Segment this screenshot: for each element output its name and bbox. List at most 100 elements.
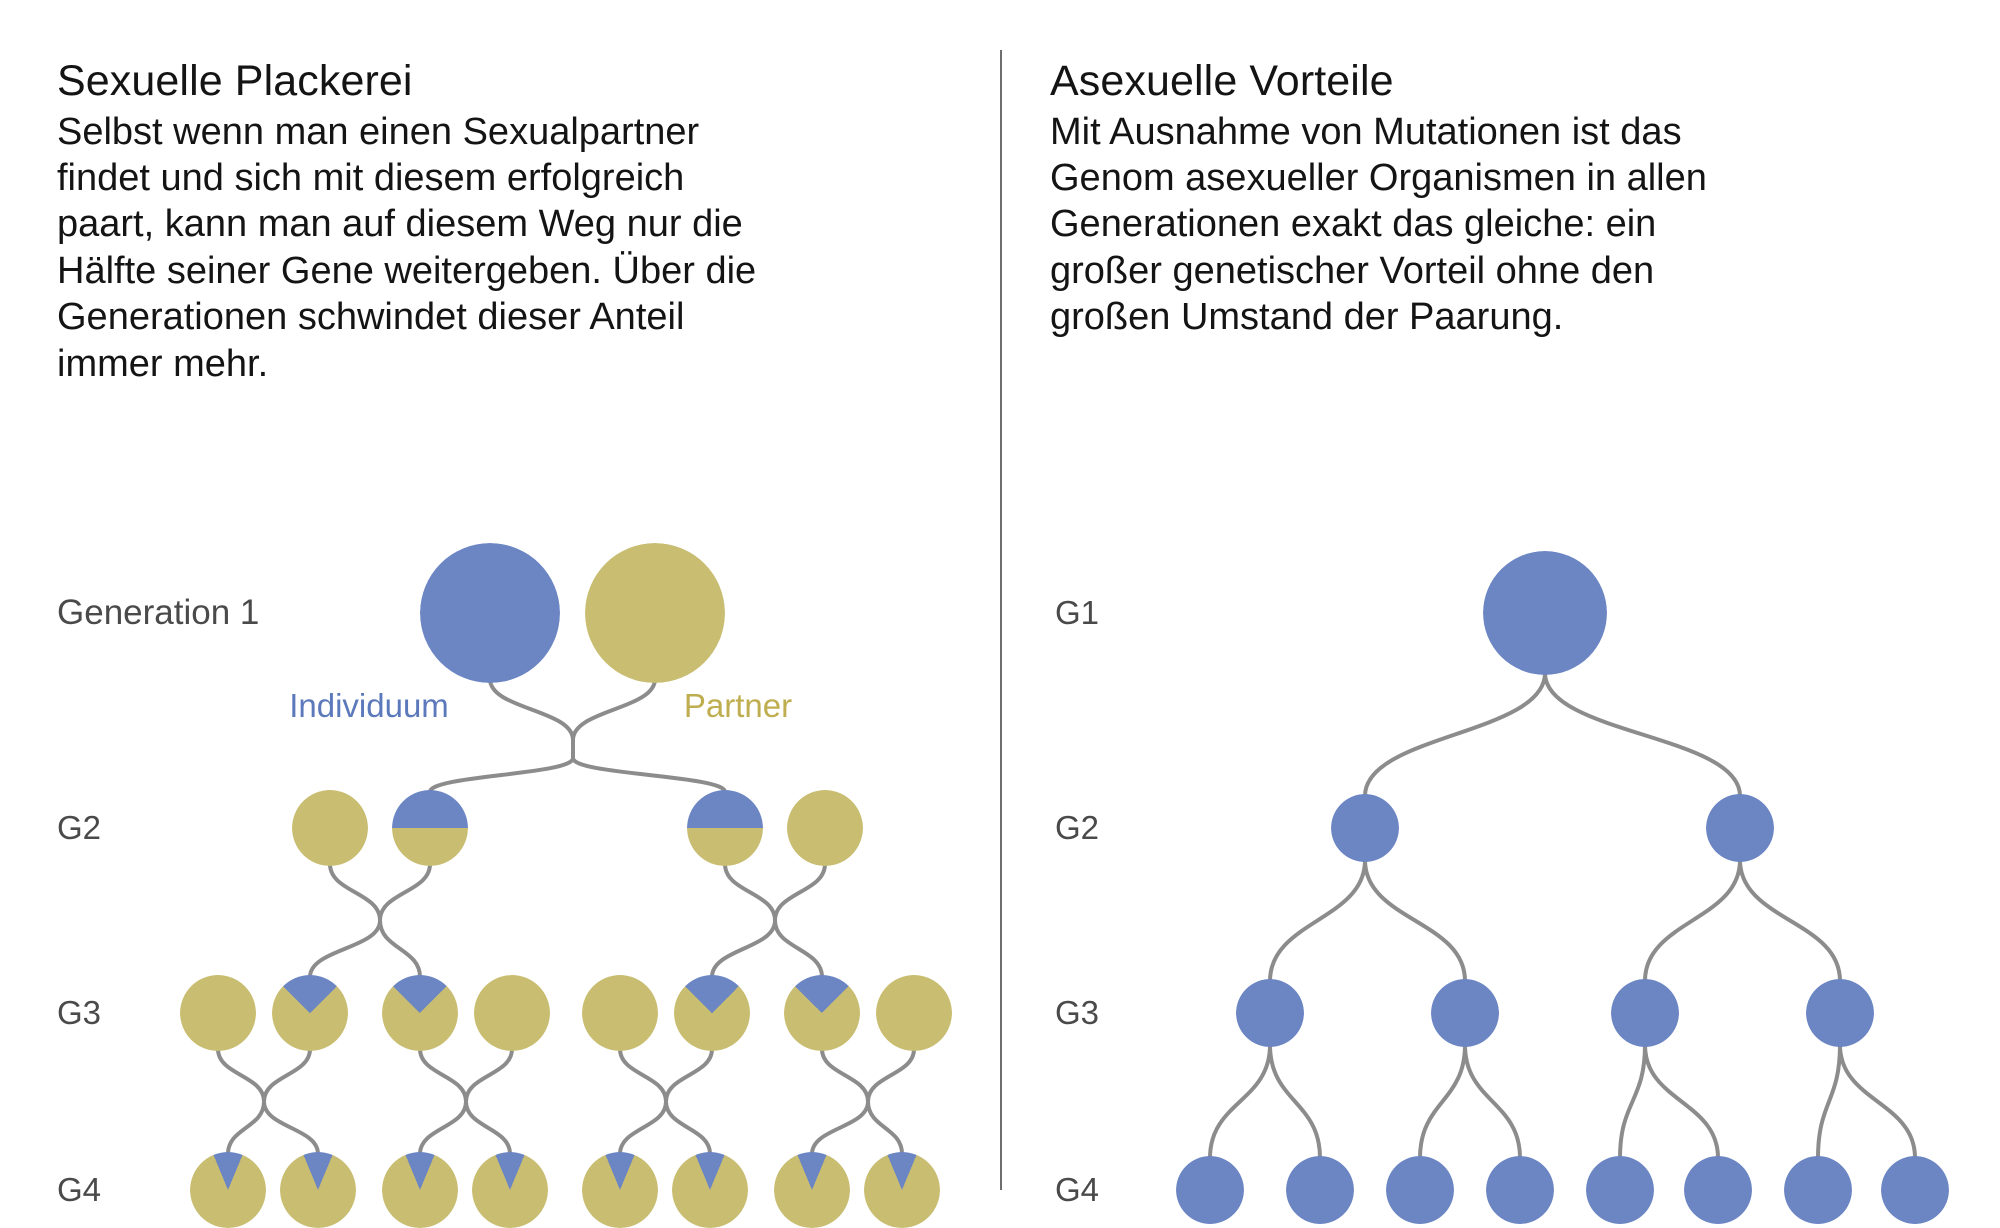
link-path	[710, 920, 777, 978]
left-generation-label-1: Generation 1	[57, 593, 260, 632]
partner-label: Partner	[683, 687, 793, 724]
left-node-g1-1	[420, 543, 560, 683]
left-node-g2-3	[687, 790, 763, 866]
left-body: Selbst wenn man einen Sexualpartner find…	[57, 109, 927, 387]
right-tree-links	[1208, 672, 1917, 1159]
link-path	[464, 1101, 512, 1155]
left-tree-links	[216, 678, 916, 1155]
node-fill	[1483, 551, 1607, 675]
link-path	[571, 756, 727, 794]
right-heading: Asexuelle Vorteile	[1050, 57, 1394, 105]
link-path	[773, 920, 824, 978]
right-body-line: großer genetischer Vorteil ohne den	[1050, 249, 1655, 292]
node-fill	[1806, 979, 1874, 1047]
node-fill	[876, 975, 952, 1051]
link-path	[1543, 672, 1742, 797]
right-node-g4-6	[1684, 1156, 1752, 1224]
right-body-line: großen Umstand der Paarung.	[1050, 296, 1564, 339]
right-node-g3-1	[1236, 979, 1304, 1047]
link-path	[1363, 859, 1467, 982]
left-node-g4-1	[190, 1152, 266, 1228]
link-path	[1268, 859, 1367, 982]
left-node-g4-5	[582, 1152, 658, 1228]
node-fill	[392, 790, 468, 866]
node-fill	[382, 1152, 458, 1228]
link-path	[1463, 1044, 1522, 1159]
left-heading: Sexuelle Plackerei	[57, 57, 413, 105]
node-fill	[1236, 979, 1304, 1047]
link-path	[1363, 672, 1547, 797]
node-fill	[1331, 794, 1399, 862]
left-node-g1-2	[585, 543, 725, 683]
link-path	[418, 1048, 468, 1102]
right-node-g4-8	[1881, 1156, 1949, 1224]
link-path	[262, 1101, 320, 1155]
asexual-reproduction-tree: G1 G2 G3 G4	[1000, 0, 2000, 1224]
left-node-g3-4	[474, 975, 550, 1051]
node-fill	[474, 975, 550, 1051]
node-fill	[1386, 1156, 1454, 1224]
node-fill	[864, 1152, 940, 1228]
left-node-g3-5	[582, 975, 658, 1051]
link-path	[226, 1101, 266, 1155]
left-node-g4-6	[672, 1152, 748, 1228]
right-body-line: Mit Ausnahme von Mutationen ist das	[1050, 110, 1682, 153]
left-body-line: immer mehr.	[57, 342, 269, 385]
left-node-g2-1	[292, 790, 368, 866]
left-node-g2-4	[787, 790, 863, 866]
link-path	[464, 1048, 514, 1102]
node-fill	[582, 975, 658, 1051]
left-node-g4-8	[864, 1152, 940, 1228]
right-node-g3-2	[1431, 979, 1499, 1047]
node-fill	[1706, 794, 1774, 862]
node-fill	[674, 975, 750, 1051]
node-fill	[582, 1152, 658, 1228]
link-path	[216, 1048, 266, 1102]
right-generation-label-3: G3	[1055, 994, 1100, 1031]
node-fill	[272, 975, 348, 1051]
right-node-g4-4	[1486, 1156, 1554, 1224]
link-path	[1838, 1044, 1917, 1159]
right-node-g2-2	[1706, 794, 1774, 862]
left-node-g3-3	[382, 975, 458, 1051]
node-fill	[784, 975, 860, 1051]
node-fill	[1286, 1156, 1354, 1224]
right-node-g4-1	[1176, 1156, 1244, 1224]
right-panel-text: Asexuelle Vorteile Mit Ausnahme von Muta…	[1050, 56, 1850, 341]
node-fill	[382, 975, 458, 1051]
panel-divider	[1000, 50, 1002, 1190]
link-path	[773, 863, 827, 921]
left-panel-text: Sexuelle Plackerei Selbst wenn man einen…	[57, 56, 927, 387]
left-generation-label-2: G2	[57, 809, 102, 846]
link-path	[571, 678, 657, 741]
node-fill	[280, 1152, 356, 1228]
left-node-g4-3	[382, 1152, 458, 1228]
left-node-g4-7	[774, 1152, 850, 1228]
node-fill	[1684, 1156, 1752, 1224]
right-body-line: Generationen exakt das gleiche: ein	[1050, 203, 1657, 246]
link-path	[262, 1048, 312, 1102]
right-node-g3-4	[1806, 979, 1874, 1047]
link-path	[664, 1101, 712, 1155]
left-node-g2-2	[392, 790, 468, 866]
link-path	[723, 863, 777, 921]
link-path	[618, 1048, 668, 1102]
node-fill	[1486, 1156, 1554, 1224]
link-path	[820, 1048, 870, 1102]
node-fill	[1431, 979, 1499, 1047]
link-path	[328, 863, 382, 921]
link-path	[1618, 1044, 1647, 1159]
right-node-g4-2	[1286, 1156, 1354, 1224]
node-fill	[1586, 1156, 1654, 1224]
link-path	[1816, 1044, 1842, 1159]
left-node-g3-1	[180, 975, 256, 1051]
link-path	[810, 1101, 870, 1155]
left-body-line: Selbst wenn man einen Sexualpartner	[57, 110, 700, 153]
right-generation-label-1: G1	[1055, 594, 1100, 631]
link-path	[1418, 1044, 1467, 1159]
left-node-g3-7	[784, 975, 860, 1051]
left-node-g3-8	[876, 975, 952, 1051]
link-path	[1208, 1044, 1272, 1159]
left-generation-label-3: G3	[57, 994, 102, 1031]
link-path	[418, 1101, 468, 1155]
